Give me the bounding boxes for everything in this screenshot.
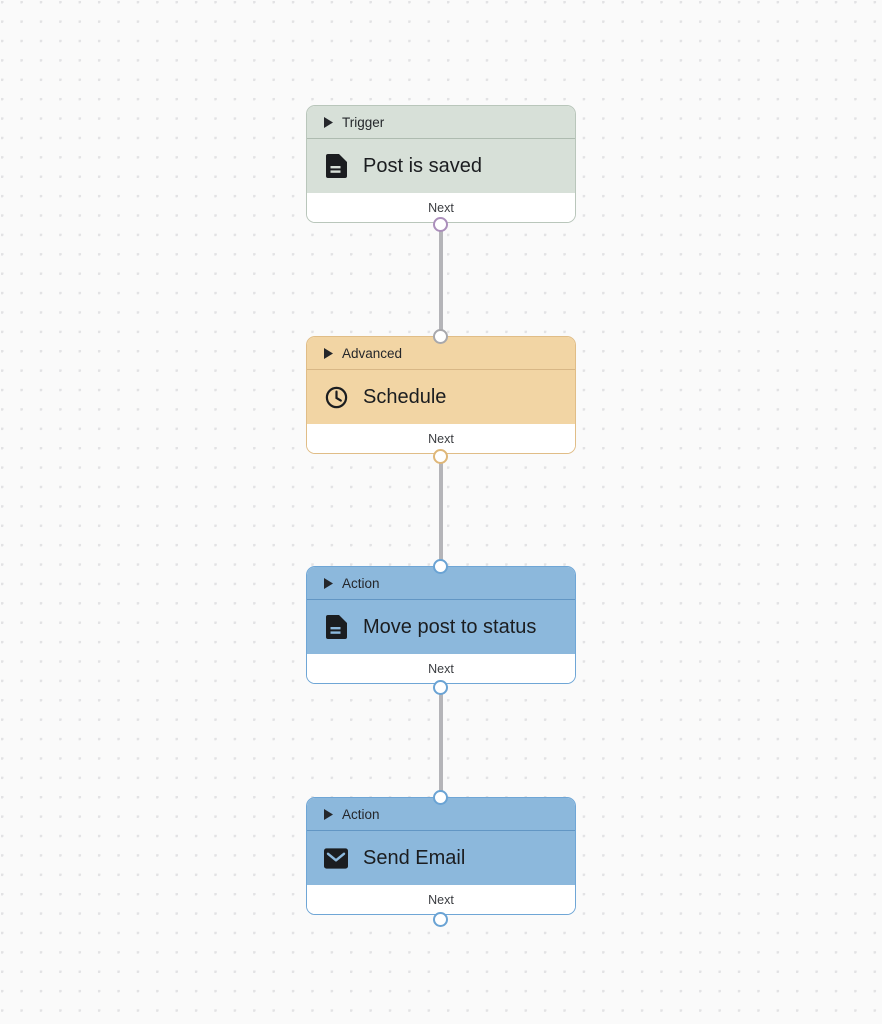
- node-body-action-send-email[interactable]: Send Email: [307, 831, 575, 885]
- workflow-node-action-move-post[interactable]: Action Move post to status Next: [306, 566, 576, 684]
- workflow-node-action-send-email[interactable]: Action Send Email Next: [306, 797, 576, 915]
- triangle-right-icon[interactable]: [324, 347, 333, 359]
- node-title: Post is saved: [363, 155, 482, 177]
- node-body-action-move-post[interactable]: Move post to status: [307, 600, 575, 654]
- document-icon: [324, 154, 348, 178]
- port-action-send-email-output[interactable]: [433, 912, 448, 927]
- node-title: Move post to status: [363, 616, 537, 638]
- node-category-label: Advanced: [342, 345, 403, 361]
- port-action-move-post-input[interactable]: [433, 559, 448, 574]
- next-label: Next: [428, 431, 454, 446]
- workflow-node-trigger[interactable]: Trigger Post is saved Next: [306, 105, 576, 223]
- node-body-trigger[interactable]: Post is saved: [307, 139, 575, 193]
- node-category-label: Action: [342, 806, 380, 822]
- triangle-right-icon[interactable]: [324, 577, 333, 589]
- node-body-advanced[interactable]: Schedule: [307, 370, 575, 424]
- clock-icon: [324, 385, 348, 409]
- triangle-right-icon[interactable]: [324, 116, 333, 128]
- next-label: Next: [428, 661, 454, 676]
- envelope-icon: [324, 846, 348, 870]
- node-category-label: Trigger: [342, 114, 385, 130]
- port-advanced-output[interactable]: [433, 449, 448, 464]
- port-advanced-input[interactable]: [433, 329, 448, 344]
- node-footer-next[interactable]: Next: [307, 424, 575, 453]
- edge-trigger-to-advanced[interactable]: [439, 224, 443, 337]
- node-footer-next[interactable]: Next: [307, 885, 575, 914]
- node-category-label: Action: [342, 575, 380, 591]
- port-action-send-email-input[interactable]: [433, 790, 448, 805]
- edge-advanced-to-action1[interactable]: [439, 456, 443, 568]
- port-trigger-output[interactable]: [433, 217, 448, 232]
- node-title: Schedule: [363, 386, 447, 408]
- node-footer-next[interactable]: Next: [307, 654, 575, 683]
- next-label: Next: [428, 892, 454, 907]
- document-icon: [324, 615, 348, 639]
- next-label: Next: [428, 200, 454, 215]
- edge-action1-to-action2[interactable]: [439, 687, 443, 797]
- node-header-trigger[interactable]: Trigger: [307, 106, 575, 139]
- node-title: Send Email: [363, 847, 466, 869]
- triangle-right-icon[interactable]: [324, 808, 333, 820]
- workflow-node-advanced[interactable]: Advanced Schedule Next: [306, 336, 576, 454]
- port-action-move-post-output[interactable]: [433, 680, 448, 695]
